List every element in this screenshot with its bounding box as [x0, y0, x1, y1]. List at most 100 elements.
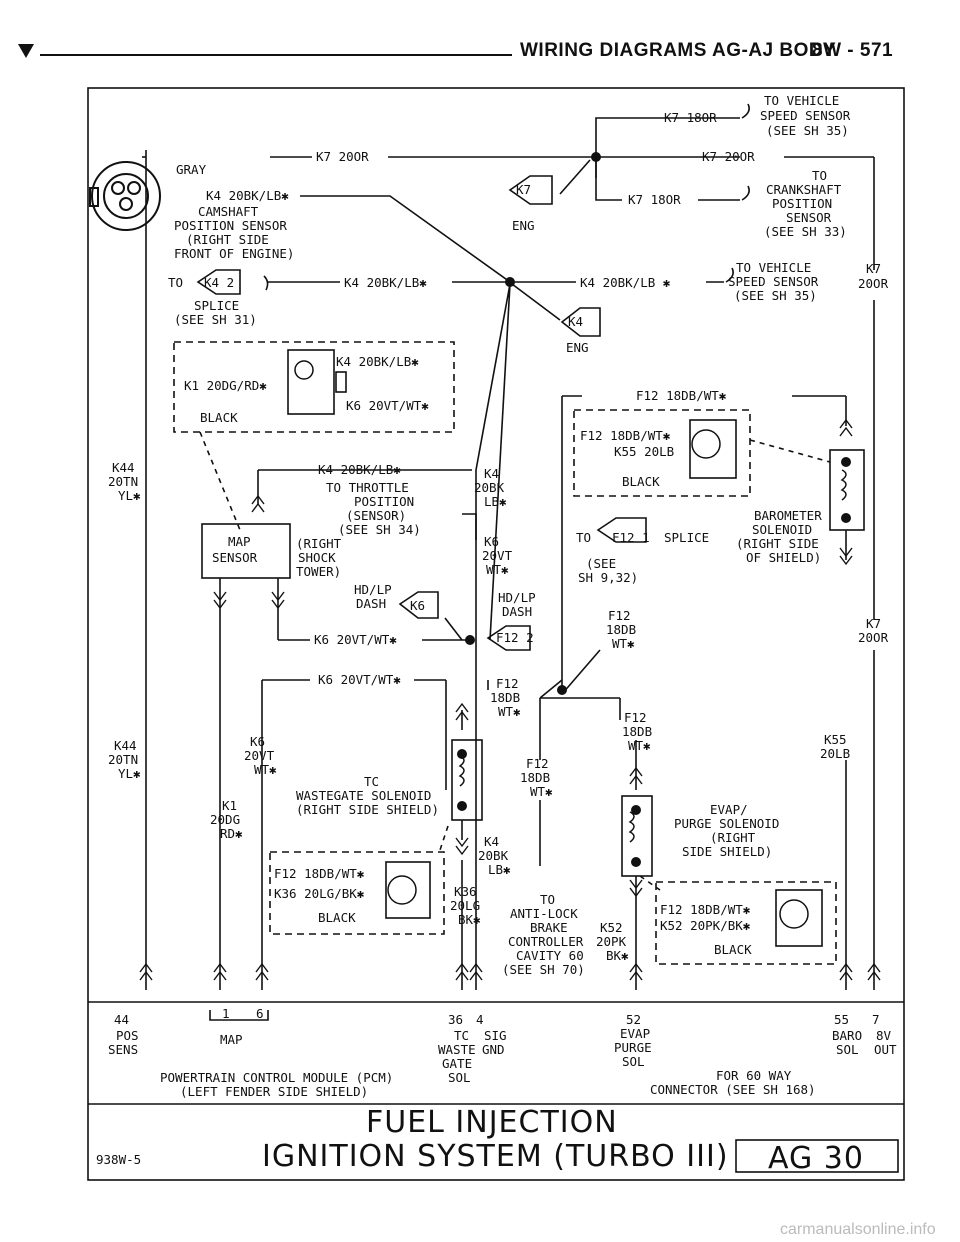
triangle-marker-icon — [18, 44, 34, 58]
footer-line-1: FUEL INJECTION — [366, 1105, 618, 1140]
wire-label: HD/LP — [354, 582, 392, 597]
wire-label: SOL — [622, 1054, 645, 1069]
wire-label: (SEE SH 34) — [338, 522, 421, 537]
wire-label: (SEE — [586, 556, 616, 571]
wire-label: K7 — [866, 616, 881, 631]
wire-label: FOR 60 WAY — [716, 1068, 792, 1083]
wire-label: K4 20BK/LB✱ — [344, 275, 427, 290]
wire-label: F12 18DB/WT✱ — [660, 902, 751, 917]
wire-label: K44 — [114, 738, 137, 753]
splice-dot — [465, 635, 475, 645]
wire-label: F12 18DB/WT✱ — [274, 866, 365, 881]
wire-label: SOL — [836, 1042, 859, 1057]
wire-label: 20OR — [858, 630, 889, 645]
wire-label: K7 20OR — [702, 149, 755, 164]
wire-label: 20LG — [450, 898, 480, 913]
wire-label: K52 — [600, 920, 623, 935]
wire-label: TO — [576, 530, 591, 545]
wire-label: BLACK — [622, 474, 660, 489]
wire-label: F12 18DB/WT✱ — [580, 428, 671, 443]
wire-label: ANTI-LOCK — [510, 906, 578, 921]
wire-label: BARO — [832, 1028, 862, 1043]
wire-label: LB✱ — [488, 862, 511, 877]
wire-label: F12 — [624, 710, 647, 725]
wire-label: TO — [812, 168, 827, 183]
f12-2-connector-icon — [486, 625, 531, 651]
wire-label: K6 — [410, 598, 425, 613]
wire-label: K44 — [112, 460, 135, 475]
wire-label: RD✱ — [220, 826, 243, 841]
wire-label: DASH — [356, 596, 386, 611]
wire-label: ENG — [512, 218, 535, 233]
wire-label: TO — [540, 892, 555, 907]
wire-label: MAP — [228, 534, 251, 549]
wire-label: F12 — [526, 756, 549, 771]
wire-label: (SEE SH 33) — [764, 224, 847, 239]
wire-label: 4 — [476, 1012, 484, 1027]
wire-label: TO — [168, 275, 183, 290]
wire-label: K1 20DG/RD✱ — [184, 378, 267, 393]
coil-icon — [458, 755, 465, 787]
k6-connector-icon — [398, 591, 439, 619]
wire-label: SH 9,32) — [578, 570, 638, 585]
wire-label: LB✱ — [484, 494, 507, 509]
wire-label: 55 — [834, 1012, 849, 1027]
page-code: AG 30 — [768, 1141, 864, 1176]
wire-label: WT✱ — [498, 704, 521, 719]
wire-label: K7 20OR — [316, 149, 369, 164]
wire-label: K4 20BK/LB✱ — [318, 462, 401, 477]
wire-label: K6 20VT/WT✱ — [318, 672, 401, 687]
wire-label: WT✱ — [486, 562, 509, 577]
coil-icon — [628, 811, 635, 843]
wire-label: TOWER) — [296, 564, 341, 579]
wire-label: SPEED SENSOR — [728, 274, 819, 289]
wire-label: BLACK — [200, 410, 238, 425]
wire-label: K6 20VT/WT✱ — [314, 632, 397, 647]
wire-label: YL✱ — [118, 766, 141, 781]
k4-eng-connector-icon — [560, 307, 601, 337]
wire-label: YL✱ — [118, 488, 141, 503]
wire-label: TO THROTTLE — [326, 480, 409, 495]
wire-label: K4 20BK/LB✱ — [206, 188, 289, 203]
wire-label: 18DB — [606, 622, 636, 637]
header-rule — [40, 54, 512, 56]
page-code-box — [735, 1139, 899, 1173]
wire-label: EVAP/ — [710, 802, 748, 817]
wire-label: POSITION — [772, 196, 832, 211]
wire-label: K1 — [222, 798, 237, 813]
wire-label: CRANKSHAFT — [766, 182, 842, 197]
camshaft-connector-icon — [91, 161, 161, 231]
wire-label: F12 2 — [496, 630, 534, 645]
wire-label: GATE — [442, 1056, 472, 1071]
wire-label: 20BK — [478, 848, 509, 863]
wire-label: TC — [454, 1028, 469, 1043]
wire-label: WT✱ — [628, 738, 651, 753]
wire-label: K6 20VT/WT✱ — [346, 398, 429, 413]
wire-label: SPLICE — [664, 530, 709, 545]
wire-label: OUT — [874, 1042, 897, 1057]
splice-dot — [505, 277, 515, 287]
header-page-number: 8W - 571 — [812, 40, 894, 61]
wire-label: 6 — [256, 1006, 264, 1021]
wire-label: SOLENOID — [752, 522, 812, 537]
wire-label: CAMSHAFT — [198, 204, 259, 219]
wire-label: WASTEGATE SOLENOID — [296, 788, 431, 803]
wire-label: WT✱ — [612, 636, 635, 651]
wire-label: CONNECTOR (SEE SH 168) — [650, 1082, 816, 1097]
wire-label: BRAKE — [530, 920, 568, 935]
wire-label: F12 18DB/WT✱ — [636, 388, 727, 403]
wire-label: (SEE SH 35) — [766, 123, 849, 138]
wire-label: (RIGHT — [710, 830, 756, 845]
wire-label: 20DG — [210, 812, 240, 827]
wire-label: F12 — [608, 608, 631, 623]
splice-dot — [557, 685, 567, 695]
wire-label: 1 — [222, 1006, 230, 1021]
wire-label: 20VT — [482, 548, 513, 563]
wire-label: BLACK — [318, 910, 356, 925]
wire-label: K6 — [250, 734, 265, 749]
wire-label: SOL — [448, 1070, 471, 1085]
wire-label: BLACK — [714, 942, 752, 957]
wire-label: SIG — [484, 1028, 507, 1043]
doc-code: 938W-5 — [96, 1152, 141, 1167]
